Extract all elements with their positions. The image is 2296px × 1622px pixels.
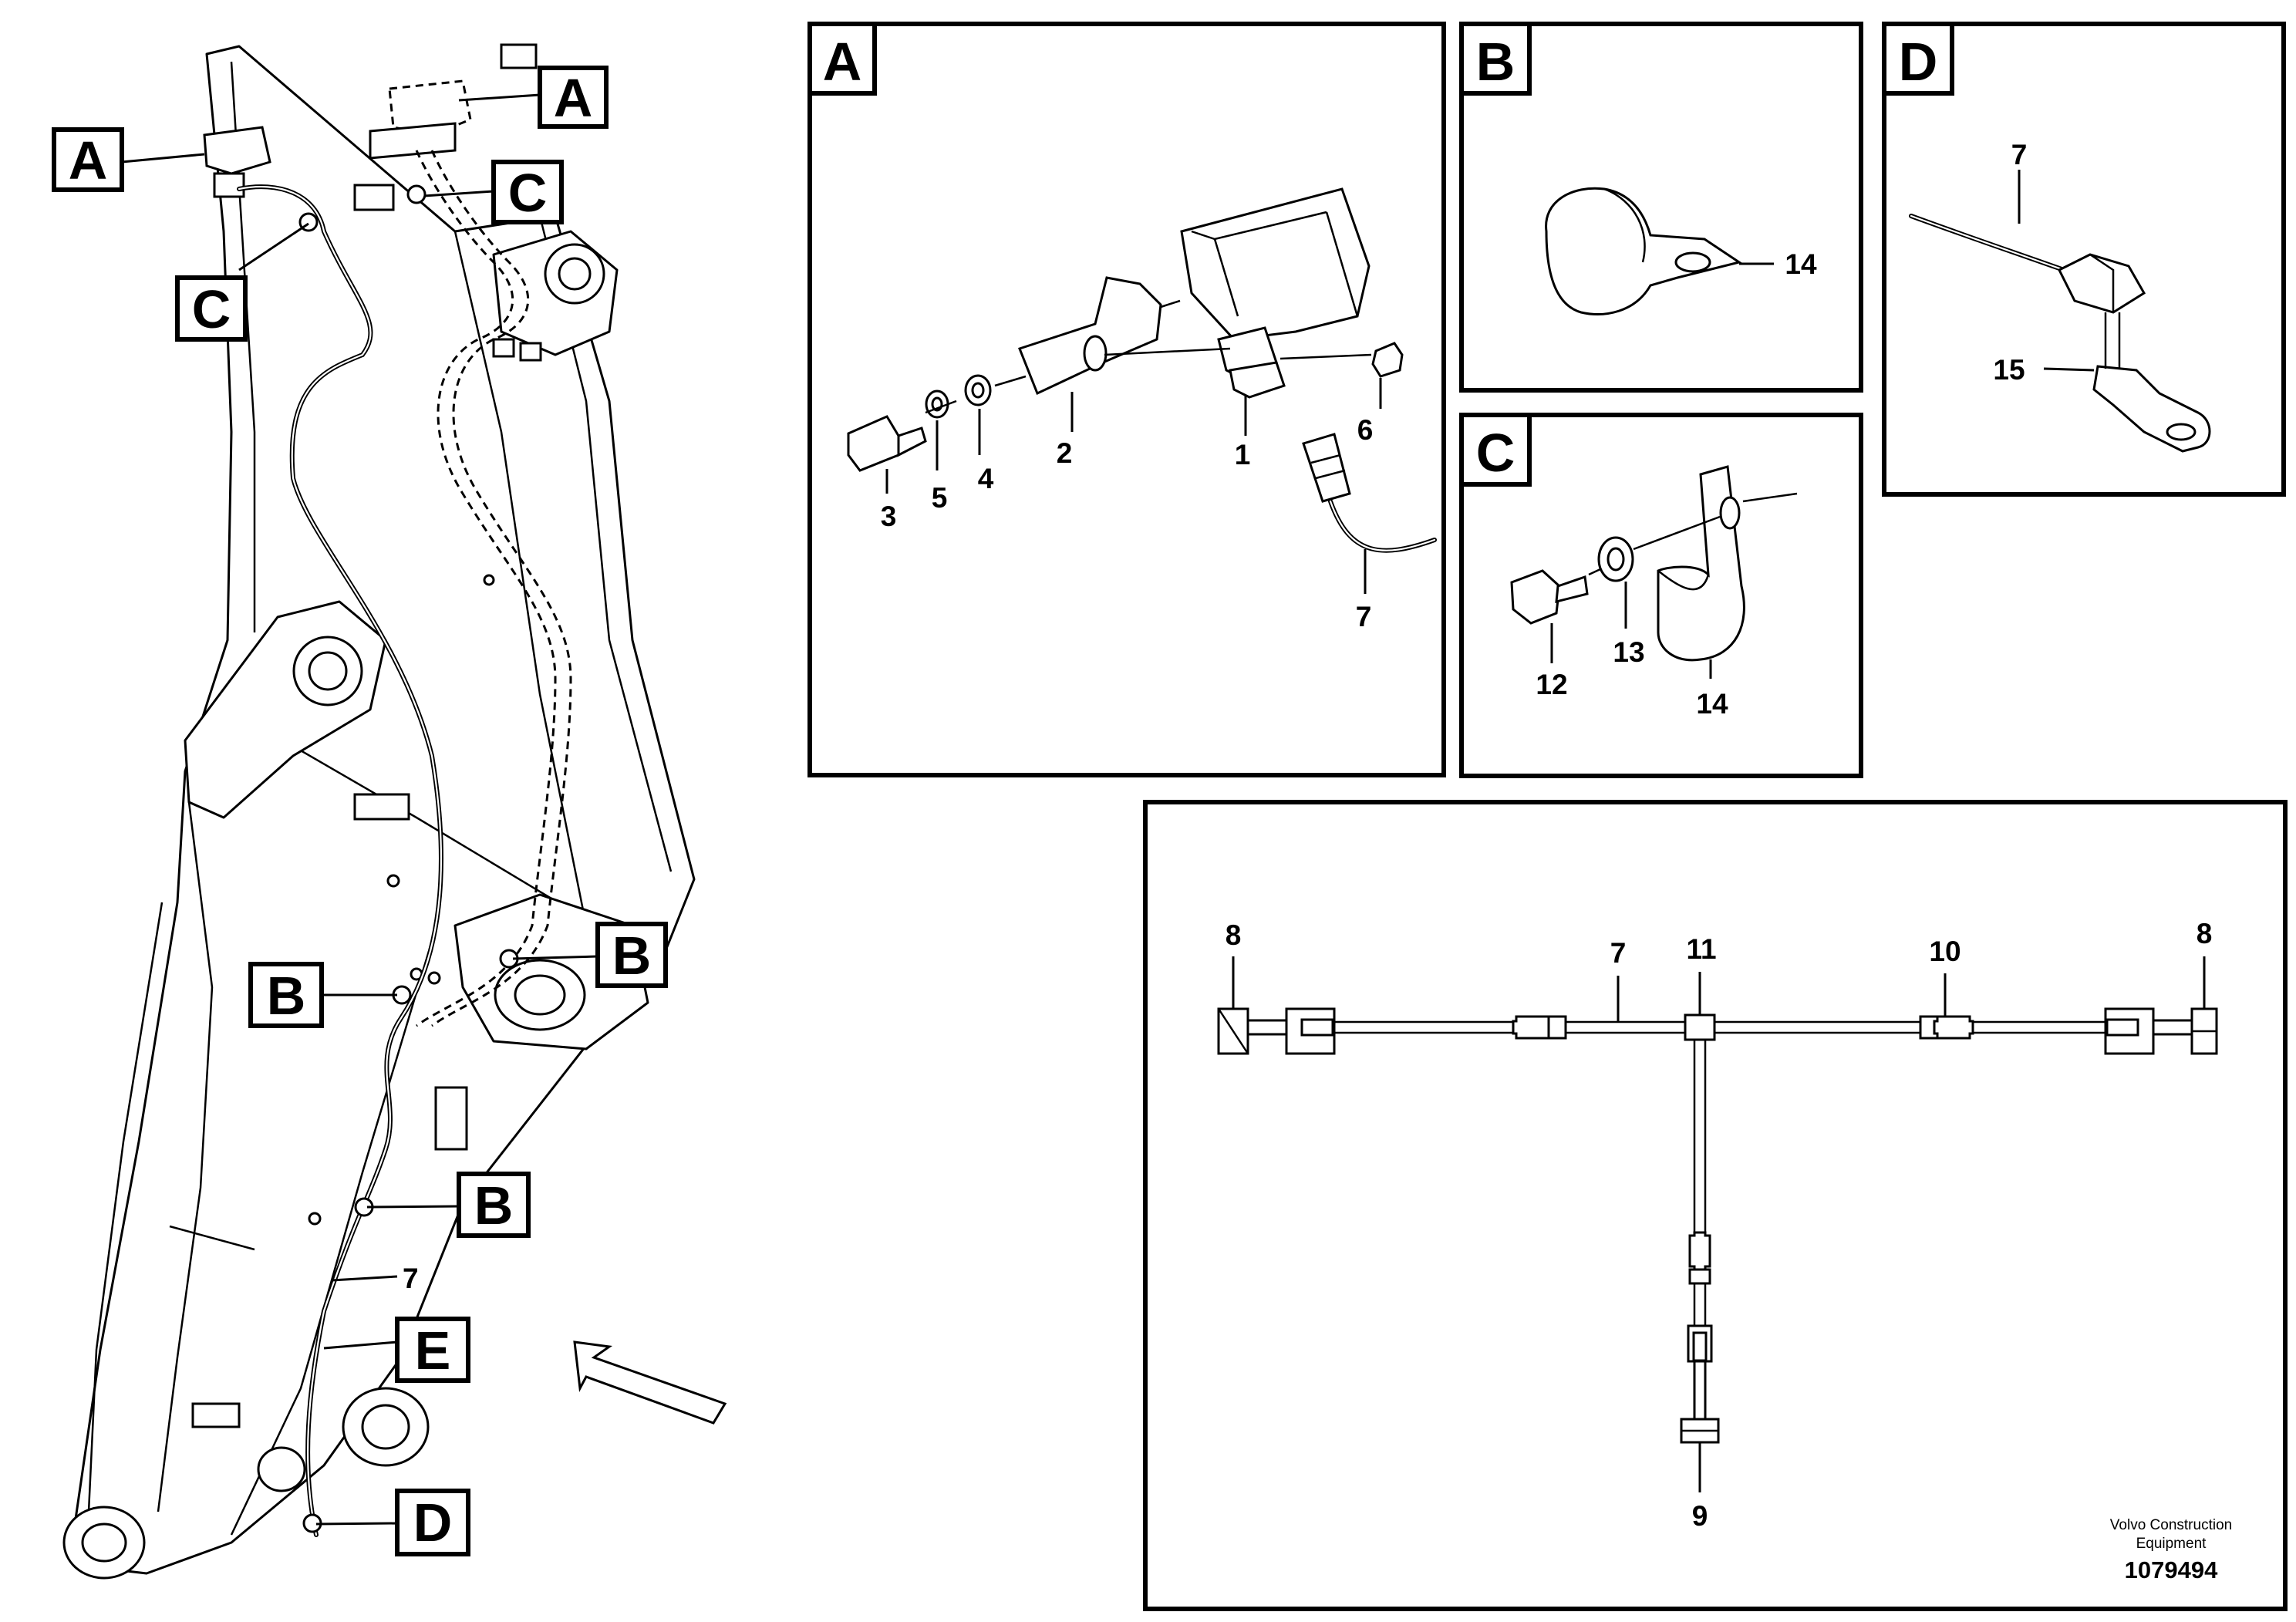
harness-part-10: 10 (1929, 936, 1961, 967)
document-number: 1079494 (2125, 1556, 2218, 1583)
sensor-left (203, 126, 271, 175)
harness-schematic: 8 7 11 10 8 9 Volvo Construction Equipme… (1143, 800, 2288, 1611)
detail-panel-a: A (807, 22, 1446, 777)
sensor-part-1[interactable] (1180, 187, 1371, 341)
callout-e[interactable]: E (395, 1317, 470, 1383)
panel-c-part-13: 13 (1613, 636, 1644, 668)
panel-a-part-6: 6 (1357, 414, 1374, 446)
svg-text:B: B (474, 1175, 514, 1236)
svg-text:C: C (192, 279, 231, 339)
panel-a-title: A (823, 32, 862, 92)
detail-panel-d: D 7 15 (1882, 22, 2286, 497)
callout-b-mid[interactable]: B (595, 922, 668, 988)
company-name-line2: Equipment (2136, 1536, 2207, 1552)
callout-a-top[interactable]: A (538, 66, 609, 129)
callout-c-left[interactable]: C (175, 275, 248, 342)
harness-part-9: 9 (1692, 1500, 1708, 1532)
panel-a-part-2: 2 (1057, 437, 1073, 469)
callout-b-left[interactable]: B (248, 962, 324, 1028)
panel-a-part-1: 1 (1235, 439, 1251, 470)
harness-part-7: 7 (1610, 937, 1627, 969)
svg-text:A: A (69, 130, 108, 191)
clamp-part-14[interactable] (1545, 187, 1742, 315)
panel-a-part-5: 5 (932, 482, 948, 514)
bolt-part-12[interactable] (1510, 569, 1561, 625)
svg-text:B: B (612, 926, 652, 986)
junction-part-11[interactable] (1684, 1013, 1716, 1041)
svg-text:C: C (508, 163, 548, 223)
harness-part-8-right: 8 (2197, 918, 2213, 949)
panel-b-part-14: 14 (1785, 248, 1817, 280)
panel-d-part-15: 15 (1993, 354, 2025, 386)
svg-text:A: A (554, 68, 593, 128)
svg-text:D: D (413, 1492, 453, 1553)
panel-b-title: B (1476, 32, 1515, 92)
cable-7-label: 7 (403, 1263, 419, 1294)
callout-c-top[interactable]: C (491, 160, 564, 224)
detail-panel-b: B 14 (1459, 22, 1863, 393)
panel-a-part-7: 7 (1356, 601, 1372, 632)
harness-part-8-left: 8 (1226, 919, 1242, 951)
detail-panel-c: C 12 13 14 (1459, 413, 1863, 778)
svg-text:E: E (415, 1320, 451, 1381)
svg-text:B: B (267, 966, 306, 1026)
panel-a-part-3: 3 (881, 501, 897, 532)
callout-a-left[interactable]: A (52, 127, 124, 192)
panel-c-part-12: 12 (1536, 669, 1567, 700)
panel-d-title: D (1899, 32, 1938, 92)
boom-overview: A A C C B B B 7 E (52, 43, 727, 1580)
company-name-line1: Volvo Construction (2110, 1517, 2232, 1533)
panel-a-part-4: 4 (978, 463, 994, 494)
connector-part-7[interactable] (1302, 433, 1351, 503)
panel-d-part-7: 7 (2011, 139, 2028, 170)
panel-c-title: C (1476, 423, 1515, 483)
view-direction-arrow (573, 1340, 727, 1425)
bolt-part-6[interactable] (1371, 342, 1404, 378)
callout-b-low[interactable]: B (457, 1172, 531, 1238)
harness-part-11: 11 (1686, 933, 1716, 965)
cable-hidden (415, 150, 557, 1027)
panel-c-part-14: 14 (1696, 688, 1728, 720)
callout-d[interactable]: D (395, 1489, 470, 1556)
